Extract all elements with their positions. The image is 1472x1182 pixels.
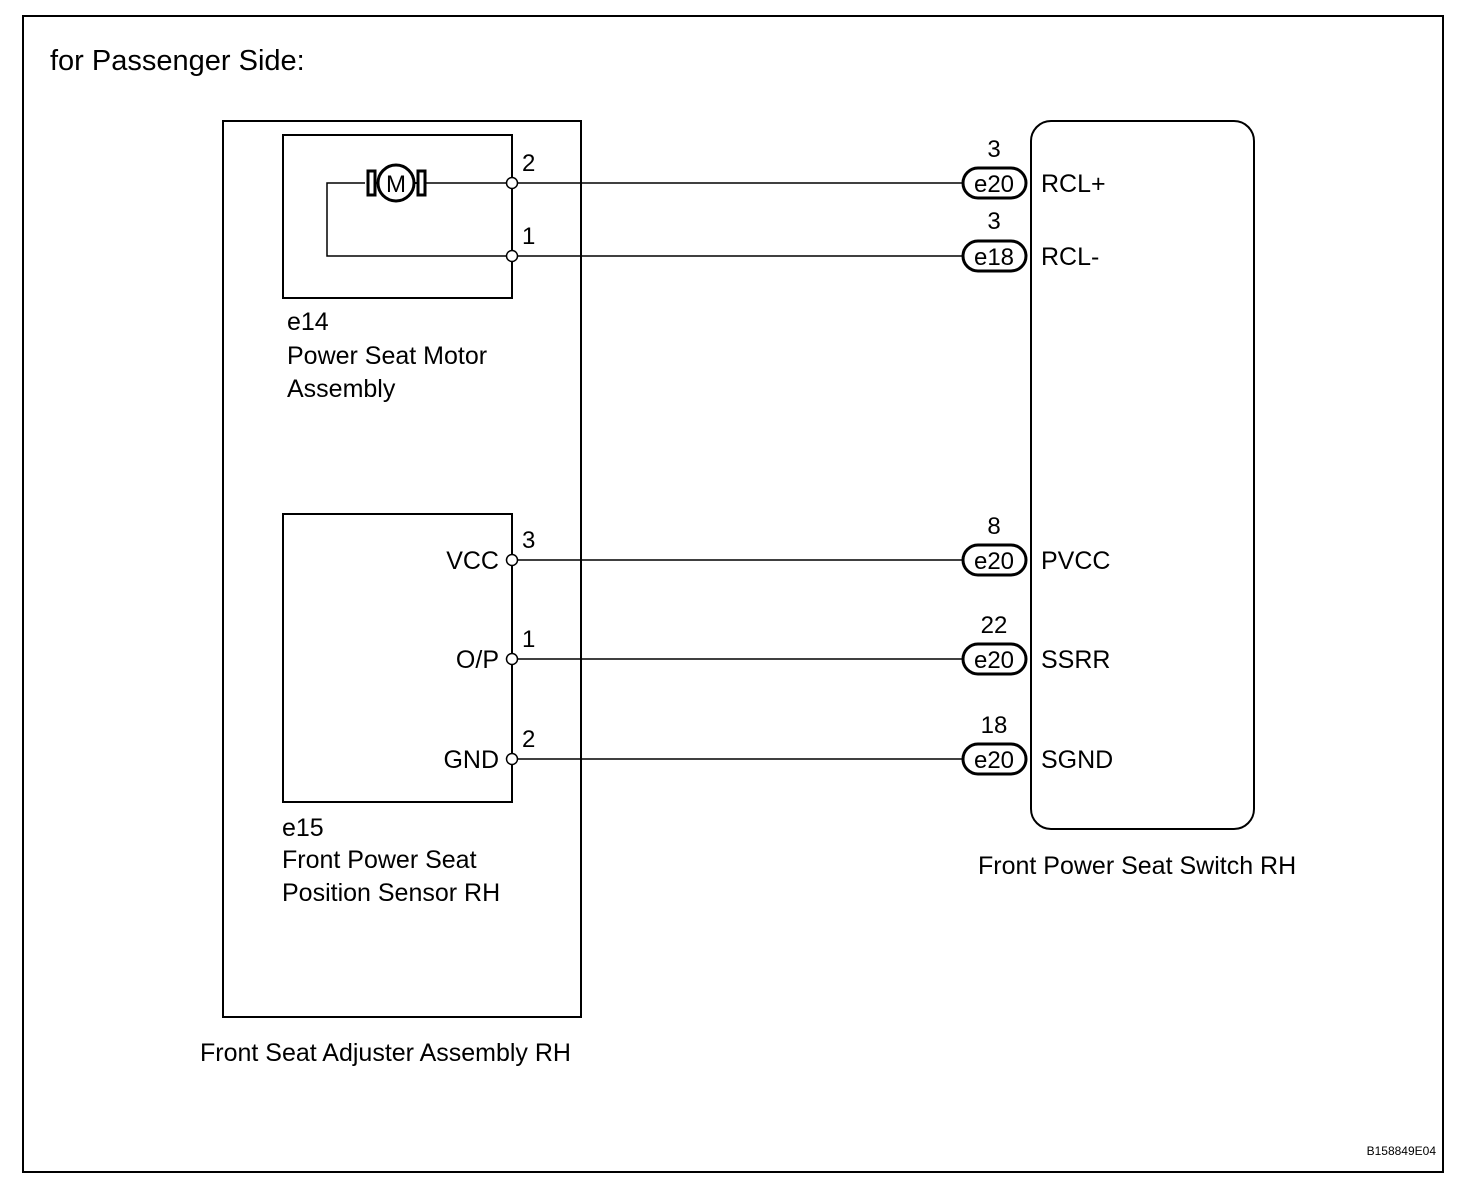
sensor-component: VCC O/P GND 3 1 2 e15 Front Power Seat P…: [282, 513, 535, 907]
connector-pin-number: 3: [987, 208, 1000, 235]
connector-code: e18: [974, 244, 1014, 271]
terminal-dot: [505, 176, 519, 190]
signal-label: RCL+: [1041, 170, 1106, 198]
connector-pill: [961, 239, 1028, 273]
connector-rcl-minus: 3 e18 RCL-: [961, 208, 1099, 273]
terminals: [505, 176, 519, 766]
motor-icon: M: [366, 163, 427, 203]
connector-pill: [961, 166, 1028, 200]
connector-code: e20: [974, 747, 1014, 774]
sensor-name-line2: Position Sensor RH: [282, 879, 500, 907]
switch-label: Front Power Seat Switch RH: [978, 852, 1296, 880]
connector-pin-number: 22: [981, 612, 1008, 639]
switch-box: [1030, 120, 1255, 830]
sensor-name-line1: Front Power Seat: [282, 846, 477, 874]
diagram-frame: [22, 15, 1444, 1173]
terminal-dot: [505, 652, 519, 666]
motor-name-line2: Assembly: [287, 375, 396, 403]
terminal-dot: [505, 553, 519, 567]
signal-label: SSRR: [1041, 646, 1110, 674]
connector-pin-number: 8: [987, 513, 1000, 540]
connector-code: e20: [974, 647, 1014, 674]
motor-pin-label: 1: [522, 223, 535, 250]
signal-label: RCL-: [1041, 243, 1099, 271]
motor-box: [282, 134, 513, 299]
adjuster-assembly-box: [222, 120, 582, 1018]
connector-pvcc: 8 e20 PVCC: [961, 513, 1110, 577]
terminal-dot: [505, 249, 519, 263]
motor-name-line1: Power Seat Motor: [287, 342, 487, 370]
motor-pin-label: 2: [522, 150, 535, 177]
connector-rcl-plus: 3 e20 RCL+: [961, 136, 1106, 200]
connector-sgnd: 18 e20 SGND: [961, 712, 1113, 776]
motor-symbol: M: [386, 171, 406, 198]
diagram-heading: for Passenger Side:: [50, 45, 305, 77]
sensor-terminal-label: GND: [443, 746, 499, 774]
wires: [512, 182, 963, 760]
sensor-terminal-label: VCC: [446, 547, 499, 575]
connector-pill: [961, 642, 1028, 676]
connector-ssrr: 22 e20 SSRR: [961, 612, 1110, 676]
adjuster-assembly-label: Front Seat Adjuster Assembly RH: [200, 1039, 571, 1067]
motor-loop-wire: [326, 182, 512, 257]
sensor-pin-label: 2: [522, 726, 535, 753]
sensor-pin-label: 1: [522, 626, 535, 653]
connector-code: e20: [974, 171, 1014, 198]
connector-code: e20: [974, 548, 1014, 575]
terminal-dot: [505, 752, 519, 766]
sensor-terminal-label: O/P: [456, 646, 499, 674]
sensor-pin-label: 3: [522, 527, 535, 554]
motor-component: M 2 1 e14 Power Seat Motor Assembly: [282, 134, 535, 403]
sensor-code: e15: [282, 814, 324, 842]
figure-code: B158849E04: [1367, 1144, 1437, 1158]
signal-label: SGND: [1041, 746, 1113, 774]
connector-pin-number: 3: [987, 136, 1000, 163]
connector-pill: [961, 543, 1028, 577]
connector-pill: [961, 742, 1028, 776]
connector-pin-number: 18: [981, 712, 1008, 739]
signal-label: PVCC: [1041, 547, 1110, 575]
motor-code: e14: [287, 308, 329, 336]
